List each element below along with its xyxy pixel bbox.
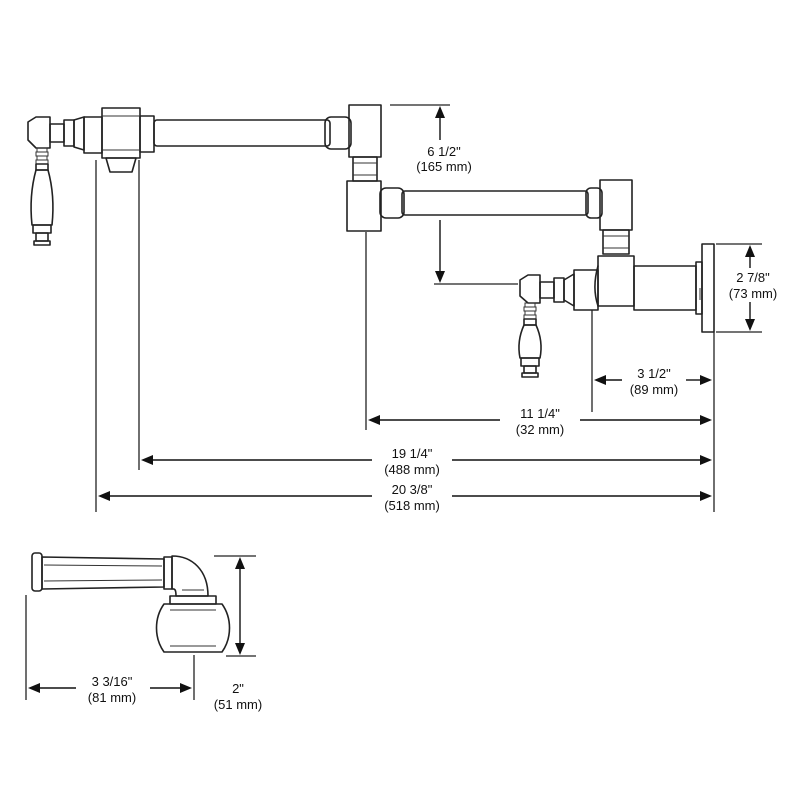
dim-flange-height-imperial: 2 7/8" (736, 270, 770, 285)
upper-elbow-joint (346, 104, 382, 232)
dim-flange-height: 2 7/8" (73 mm) (716, 243, 777, 333)
upper-swing-arm (153, 116, 352, 150)
dim-handle-height: 2" (51 mm) (214, 557, 262, 712)
dim-riser-height: 6 1/2" (165 mm) (390, 104, 518, 285)
wall-mount-flange (633, 243, 715, 333)
lower-swing-arm (379, 187, 603, 219)
dim-handle-height-metric: (51 mm) (214, 697, 262, 712)
handle-detail-view (31, 552, 231, 653)
dim-handle-length: 3 3/16" (81 mm) (28, 674, 192, 705)
dim-handle-length-imperial: 3 3/16" (92, 674, 133, 689)
dim-spout-reach: 19 1/4" (488 mm) (141, 446, 712, 477)
dim-handle-height-imperial: 2" (232, 681, 244, 696)
dimension-lines: 6 1/2" (165 mm) 2 7/8" (73 mm) 3 1/2" (8… (95, 104, 777, 513)
left-valve-body (73, 107, 155, 173)
dim-spout-reach-imperial: 19 1/4" (392, 446, 433, 461)
dim-wall-to-valve-metric: (89 mm) (630, 382, 678, 397)
left-lever-handle (27, 116, 75, 246)
dim-overall-reach-metric: (518 mm) (384, 498, 440, 513)
handle-dimension-lines: 3 3/16" (81 mm) 2" (51 mm) (25, 555, 262, 712)
dim-overall-reach: 20 3/8" (518 mm) (98, 482, 712, 513)
dim-wall-to-valve-imperial: 3 1/2" (637, 366, 671, 381)
dim-wall-to-valve: 3 1/2" (89 mm) (594, 366, 712, 397)
dim-riser-height-imperial: 6 1/2" (427, 144, 461, 159)
pot-filler-faucet (27, 104, 715, 378)
dim-arm-length-metric: (32 mm) (516, 422, 564, 437)
dim-arm-length: 11 1/4" (32 mm) (368, 406, 712, 437)
dim-flange-height-metric: (73 mm) (729, 286, 777, 301)
dim-spout-reach-metric: (488 mm) (384, 462, 440, 477)
dim-arm-length-imperial: 11 1/4" (520, 406, 560, 421)
dim-overall-reach-imperial: 20 3/8" (392, 482, 433, 497)
dim-handle-length-metric: (81 mm) (88, 690, 136, 705)
dim-riser-height-metric: (165 mm) (416, 159, 472, 174)
lower-elbow-joint (594, 179, 635, 307)
right-lever-handle (518, 269, 599, 378)
